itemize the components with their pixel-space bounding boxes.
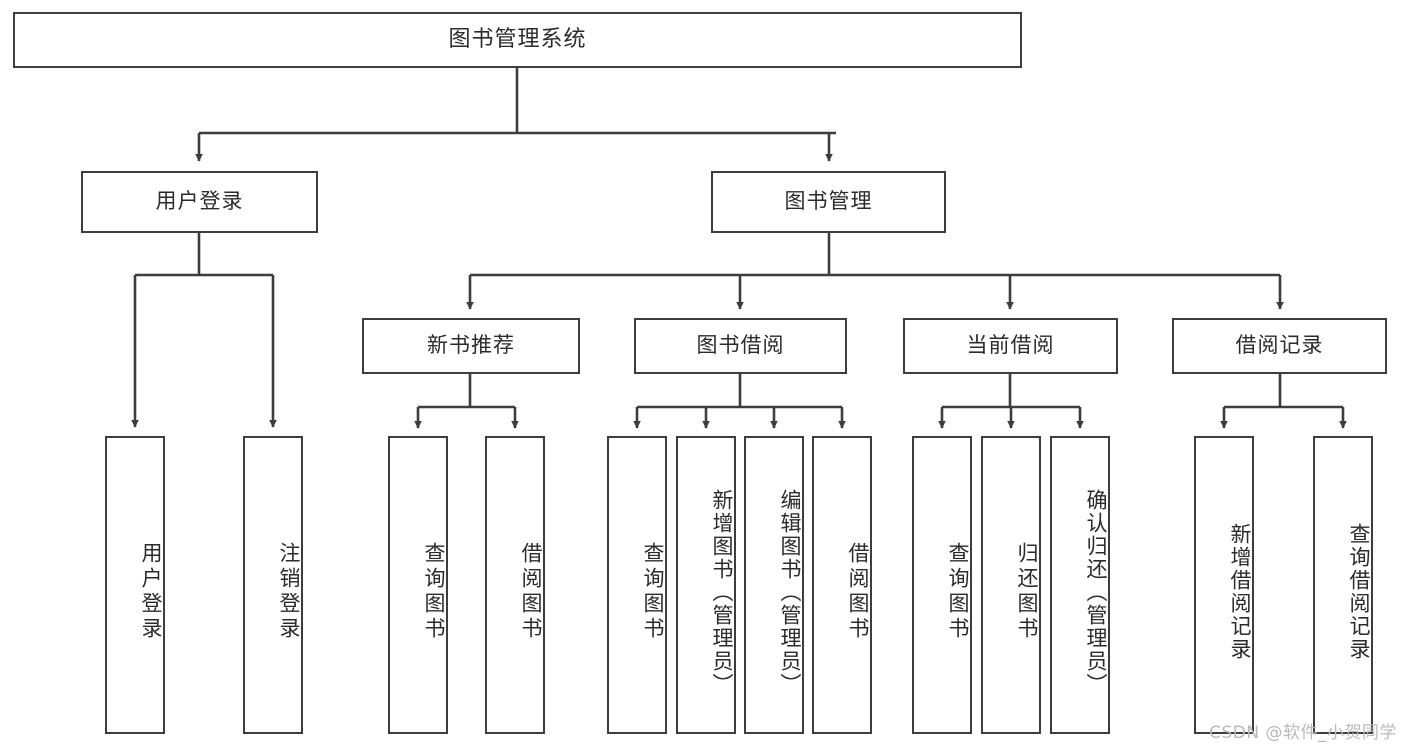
node-leaf-logout[interactable]: 注销登录: [243, 436, 303, 734]
node-user-login[interactable]: 用户登录: [81, 171, 318, 233]
node-leaf-query-book-current[interactable]: 查询图书: [912, 436, 972, 734]
node-leaf-edit-book-admin[interactable]: 编辑图书（管理员）: [744, 436, 804, 734]
node-leaf-add-book-admin[interactable]: 新增图书（管理员）: [676, 436, 736, 734]
node-leaf-return-book[interactable]: 归还图书: [981, 436, 1041, 734]
node-book-borrow[interactable]: 图书借阅: [634, 318, 847, 374]
node-leaf-borrow-book[interactable]: 借阅图书: [812, 436, 872, 734]
node-leaf-borrow-book-recommend[interactable]: 借阅图书: [485, 436, 545, 734]
node-leaf-confirm-return-admin[interactable]: 确认归还（管理员）: [1050, 436, 1110, 734]
node-new-book-recommend[interactable]: 新书推荐: [362, 318, 580, 374]
node-book-manage[interactable]: 图书管理: [711, 171, 946, 233]
csdn-watermark: CSDN @软件_小贺同学: [1209, 723, 1397, 743]
node-leaf-query-book-borrow[interactable]: 查询图书: [607, 436, 667, 734]
node-leaf-user-login[interactable]: 用户登录: [105, 436, 165, 734]
node-leaf-query-book-recommend[interactable]: 查询图书: [388, 436, 448, 734]
node-borrow-record[interactable]: 借阅记录: [1172, 318, 1387, 374]
node-leaf-query-borrow-record[interactable]: 查询借阅记录: [1313, 436, 1373, 734]
node-leaf-add-borrow-record[interactable]: 新增借阅记录: [1194, 436, 1254, 734]
node-current-borrow[interactable]: 当前借阅: [903, 318, 1118, 374]
node-root-system[interactable]: 图书管理系统: [13, 12, 1022, 68]
